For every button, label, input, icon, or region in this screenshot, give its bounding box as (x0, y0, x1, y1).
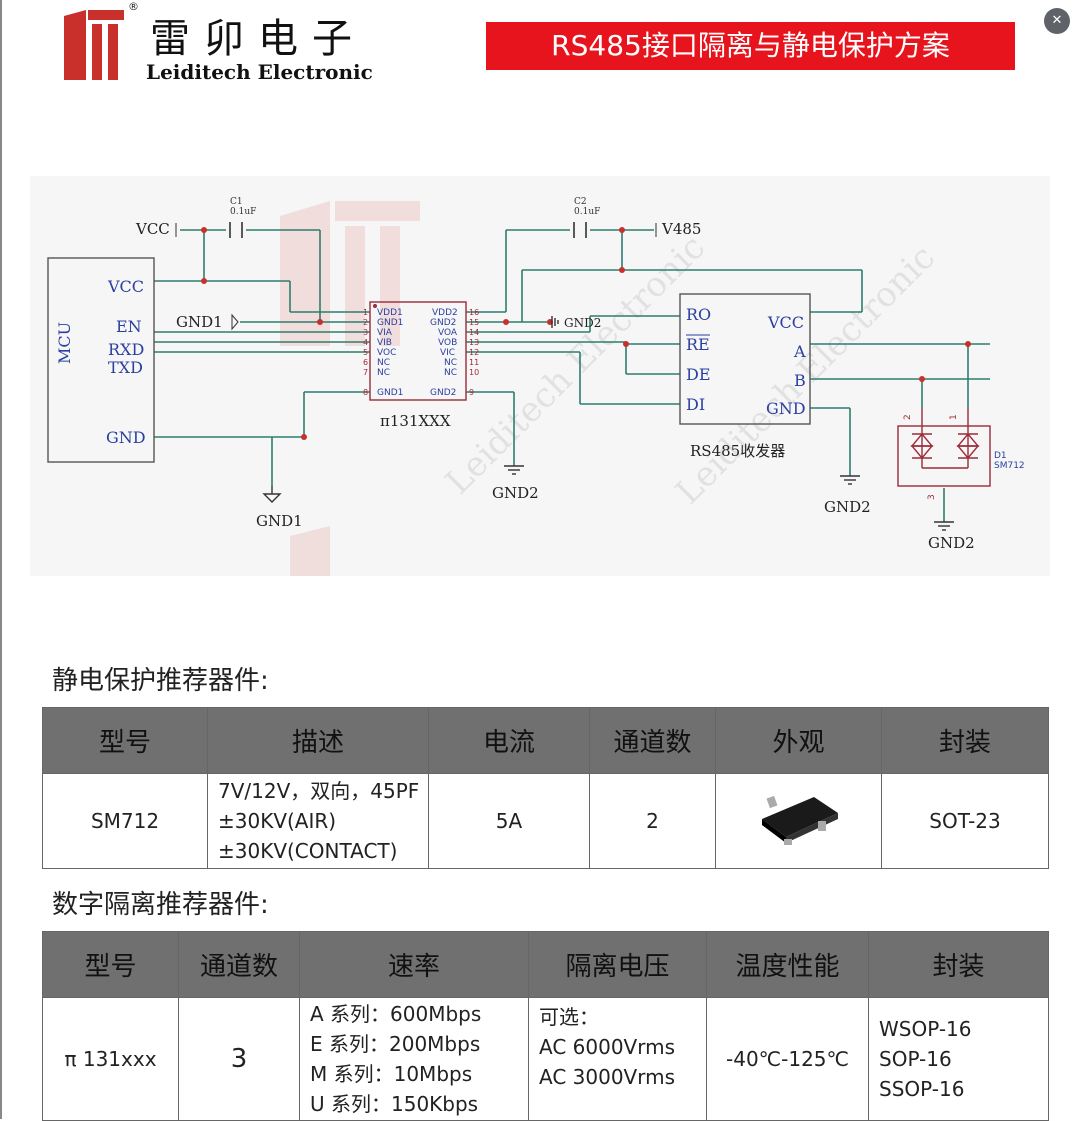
svg-text:GND: GND (106, 428, 146, 447)
svg-text:7: 7 (363, 368, 368, 377)
svg-text:NC: NC (377, 358, 390, 368)
iso-table: 型号 通道数 速率 隔离电压 温度性能 封装 π 131xxx 3 A 系列：6… (42, 931, 1049, 1121)
svg-text:GND1: GND1 (377, 318, 403, 328)
esd-description: 7V/12V，双向，45PF ±30KV(AIR) ±30KV(CONTACT) (207, 773, 429, 869)
iso-section-title: 数字隔离推荐器件: (52, 890, 269, 920)
svg-text:3: 3 (363, 328, 368, 337)
svg-text:GND2: GND2 (430, 388, 456, 398)
svg-text:Leiditech Electronic: Leiditech Electronic (438, 227, 713, 502)
net-label-gnd1: GND1 (256, 512, 303, 530)
table-header-row: 型号 通道数 速率 隔离电压 温度性能 封装 (42, 931, 1049, 998)
svg-text:12: 12 (469, 348, 479, 357)
c2-ref: C2 (574, 197, 587, 207)
brand-name-cn: 雷卯电子 (150, 16, 366, 62)
net-label-v485: V485 (661, 220, 701, 238)
svg-text:4: 4 (363, 338, 368, 347)
schematic-diagram: Leiditech Electronic Leiditech Electroni… (30, 176, 1050, 576)
brand-name-en: Leiditech Electronic (146, 60, 373, 84)
svg-text:RE: RE (686, 335, 710, 354)
table-row: SM712 7V/12V，双向，45PF ±30KV(AIR) ±30KV(CO… (42, 773, 1049, 869)
svg-text:VIC: VIC (440, 348, 455, 358)
iso-model: π 131xxx (42, 997, 179, 1121)
iso-voltage: 可选： AC 6000Vrms AC 3000Vrms (528, 997, 707, 1121)
esd-package: SOT-23 (881, 773, 1049, 869)
svg-text:GND1: GND1 (377, 388, 403, 398)
net-label-gnd2-b: GND2 (824, 498, 871, 516)
svg-text:13: 13 (469, 338, 479, 347)
isolator-pin-numbers: 1 2 3 4 5 6 7 8 16 15 14 13 12 11 10 9 (363, 308, 479, 397)
svg-text:5: 5 (363, 348, 368, 357)
svg-text:VCC: VCC (107, 277, 144, 296)
close-icon[interactable]: ✕ (1044, 8, 1070, 34)
esd-channels: 2 (589, 773, 716, 869)
c2-value: 0.1uF (574, 207, 600, 217)
svg-text:2: 2 (903, 414, 913, 420)
net-label-gnd2-a: GND2 (492, 484, 539, 502)
svg-text:NC: NC (444, 358, 457, 368)
net-label-gnd2-c: GND2 (928, 534, 975, 552)
net-label-gnd2-small: GND2 (564, 316, 601, 330)
svg-text:VOC: VOC (377, 348, 396, 358)
svg-text:RO: RO (686, 305, 711, 324)
svg-text:GND: GND (766, 399, 806, 418)
svg-text:2: 2 (363, 318, 368, 327)
iso-temp: -40℃-125℃ (706, 997, 869, 1121)
net-label-gnd1-arrow: GND1 (176, 313, 223, 331)
brand-logo (64, 6, 124, 80)
transceiver-name: RS485收发器 (690, 442, 785, 460)
svg-text:VDD1: VDD1 (377, 308, 403, 318)
c1-ref: C1 (230, 197, 243, 207)
esd-model: SM712 (42, 773, 208, 869)
net-label-vcc: VCC (135, 220, 170, 238)
isolator-pins: VDD1 GND1 VIA VIB VOC NC NC GND1 VDD2 GN… (377, 308, 458, 398)
esd-section-title: 静电保护推荐器件: (52, 666, 269, 696)
svg-text:15: 15 (469, 318, 479, 327)
svg-text:DI: DI (686, 395, 705, 414)
svg-text:EN: EN (116, 317, 142, 336)
isolator-name: π131XXX (380, 412, 451, 430)
svg-text:6: 6 (363, 358, 368, 367)
esd-current: 5A (428, 773, 590, 869)
iso-rates: A 系列：600Mbps E 系列：200Mbps M 系列：10Mbps U … (299, 997, 529, 1121)
svg-text:VIB: VIB (377, 338, 392, 348)
svg-text:VDD2: VDD2 (432, 308, 458, 318)
svg-text:VOA: VOA (438, 328, 458, 338)
svg-text:RXD: RXD (108, 340, 144, 359)
iso-packages: WSOP-16 SOP-16 SSOP-16 (868, 997, 1049, 1121)
mcu-label: MCU (55, 322, 74, 364)
svg-text:NC: NC (444, 368, 457, 378)
tvs-part: SM712 (994, 461, 1025, 471)
tvs-ref: D1 (994, 451, 1007, 461)
page-border (0, 0, 2, 1119)
esd-table: 型号 描述 电流 通道数 外观 封装 SM712 7V/12V，双向，45PF … (42, 707, 1049, 869)
svg-text:NC: NC (377, 368, 390, 378)
table-header-row: 型号 描述 电流 通道数 外观 封装 (42, 707, 1049, 774)
svg-text:TXD: TXD (108, 358, 143, 377)
svg-text:9: 9 (469, 388, 474, 397)
table-row: π 131xxx 3 A 系列：600Mbps E 系列：200Mbps M 系… (42, 997, 1049, 1121)
svg-text:3: 3 (927, 494, 937, 500)
svg-text:A: A (793, 342, 806, 361)
iso-channels: 3 (178, 997, 300, 1121)
svg-text:14: 14 (469, 328, 479, 337)
svg-text:B: B (794, 371, 806, 390)
svg-text:VIA: VIA (377, 328, 393, 338)
svg-text:1: 1 (949, 414, 959, 420)
svg-text:8: 8 (363, 388, 368, 397)
page-title: RS485接口隔离与静电保护方案 (486, 22, 1015, 70)
svg-text:VOB: VOB (438, 338, 457, 348)
svg-text:VCC: VCC (767, 313, 804, 332)
trademark-mark: ® (128, 0, 139, 13)
svg-text:11: 11 (469, 358, 479, 367)
svg-text:GND2: GND2 (430, 318, 456, 328)
sot23-package-image (715, 773, 882, 869)
svg-text:1: 1 (363, 308, 368, 317)
svg-text:16: 16 (469, 308, 479, 317)
c1-value: 0.1uF (230, 207, 256, 217)
svg-text:10: 10 (469, 368, 479, 377)
svg-text:DE: DE (686, 365, 711, 384)
